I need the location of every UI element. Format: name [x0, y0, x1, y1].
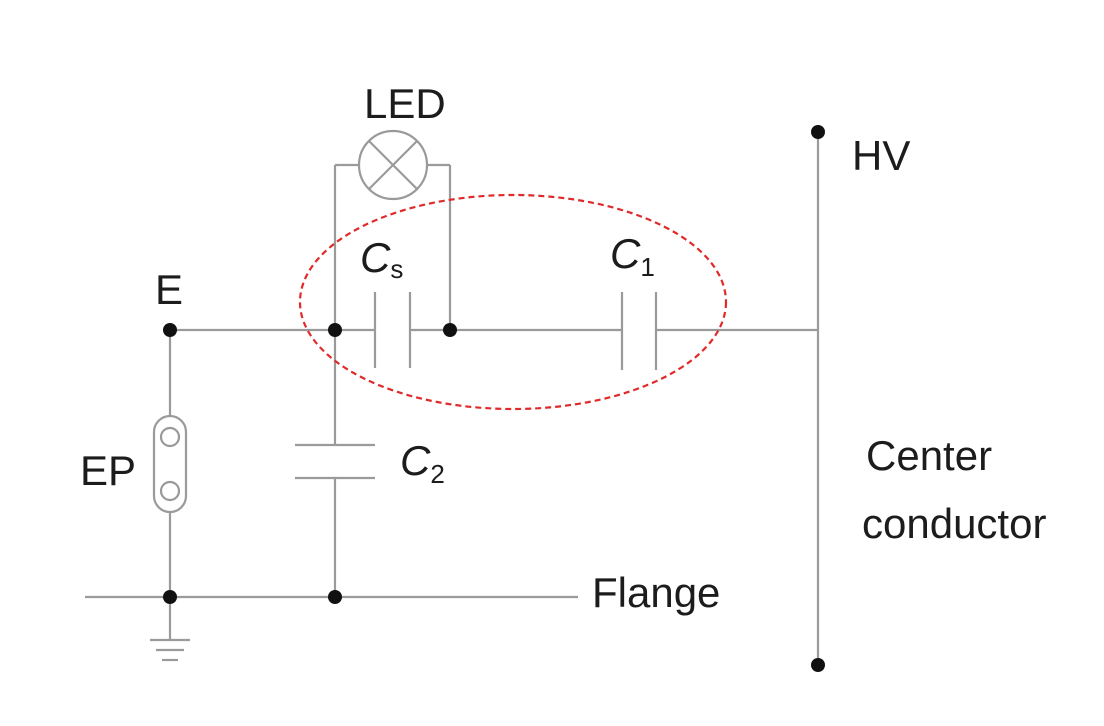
cs-label-sub: s — [390, 254, 403, 284]
cs-label-main: C — [360, 234, 391, 281]
c2-label: C2 — [400, 437, 445, 489]
c1-label-main: C — [610, 230, 641, 277]
c1-label: C1 — [610, 230, 655, 282]
node-cs-left — [328, 323, 342, 337]
c2-label-main: C — [400, 437, 431, 484]
led-lamp-icon — [357, 129, 429, 201]
node-center-bottom — [811, 658, 825, 672]
node-e — [163, 323, 177, 337]
node-flange-ep — [163, 590, 177, 604]
center-conductor-label-line1: Center — [866, 432, 992, 479]
c1-label-sub: 1 — [640, 252, 654, 282]
node-hv — [811, 125, 825, 139]
cs-label: Cs — [360, 234, 403, 284]
hv-label: HV — [852, 132, 910, 179]
c2-label-sub: 2 — [430, 459, 444, 489]
ep-spark-gap-icon — [152, 414, 188, 514]
node-cs-right — [443, 323, 457, 337]
ep-label: EP — [80, 447, 136, 494]
ground-icon — [150, 597, 190, 662]
flange-label: Flange — [592, 569, 720, 616]
e-label: E — [155, 266, 183, 313]
center-conductor-label-line2: conductor — [862, 500, 1046, 547]
node-flange-c2 — [328, 590, 342, 604]
led-label: LED — [364, 80, 446, 127]
highlight-ellipse — [298, 193, 728, 411]
